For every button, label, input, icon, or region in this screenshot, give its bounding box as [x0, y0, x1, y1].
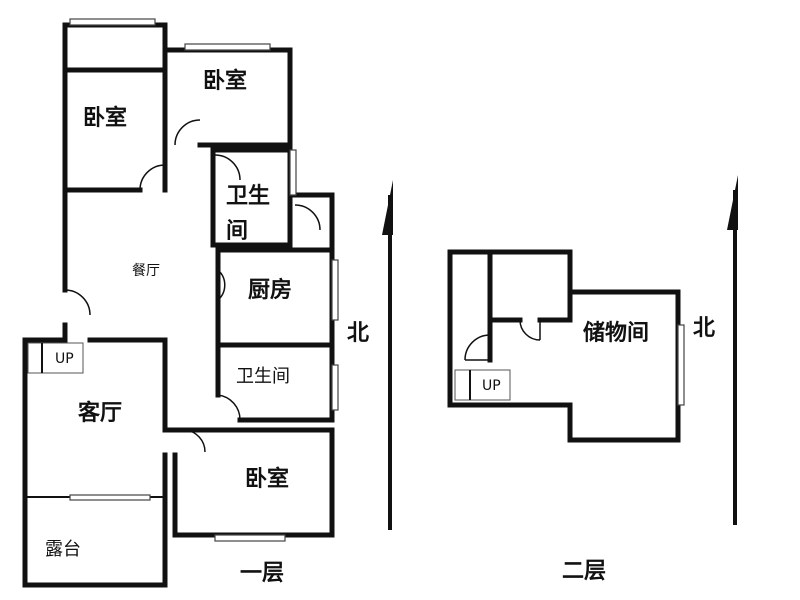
floor2-walls [447, 249, 681, 443]
label-storage: 储物间 [583, 320, 649, 346]
label-living: 客厅 [78, 400, 122, 426]
label-bedroom-top: 卧室 [203, 68, 247, 94]
door-floor2-stair [464, 334, 491, 361]
north-arrow-floor1: 北 [347, 180, 393, 530]
label-kitchen: 厨房 [248, 277, 292, 303]
floor1-windows [69, 18, 339, 542]
wall-bedroom-top [162, 47, 293, 148]
label-bathroom-upper-2: 间 [226, 219, 248, 244]
window-bathroom-lower [331, 364, 339, 411]
door-bathroom-upper [214, 154, 241, 181]
floor1-doors [64, 119, 321, 453]
north-arrow-head-2 [727, 175, 738, 230]
door-kitchen-side [294, 204, 321, 231]
label-terrace: 露台 [45, 539, 81, 560]
door-bedroom-top [174, 119, 201, 146]
door-floor2-storage [519, 319, 541, 341]
floor2-stair: UP [454, 369, 511, 401]
label-dining: 餐厅 [132, 263, 160, 279]
wall-floor2-outer [447, 249, 681, 443]
door-bathroom-lower [217, 394, 241, 421]
stair-label-floor1: UP [55, 351, 74, 367]
door-dining-left [64, 289, 91, 316]
wall-bedroom-bottom [172, 427, 335, 538]
stair-floor1 [27, 342, 84, 374]
door-bedroom-bottom [184, 429, 206, 453]
label-bedroom-tl: 卧室 [83, 105, 127, 131]
window-kitchen [331, 259, 339, 321]
label-bedroom-bottom: 卧室 [245, 466, 289, 492]
north-arrow-head-1 [382, 180, 393, 235]
window-bedroom-bottom [214, 534, 286, 542]
floor1-stair: UP [27, 342, 84, 374]
wall-living-topleft [22, 322, 68, 343]
floor1-labels: 卧室 卧室 卫生 间 餐厅 厨房 卫生间 客厅 卧室 露台 一层 [45, 68, 292, 586]
label-bathroom-upper-1: 卫生 [226, 184, 270, 209]
stair-floor2 [454, 369, 511, 401]
window-terrace [69, 494, 151, 501]
caption-floor2: 二层 [562, 559, 606, 584]
window-bedroom-tl [69, 18, 156, 26]
window-bedroom-top [184, 43, 271, 51]
label-bathroom-lower: 卫生间 [236, 366, 290, 387]
caption-floor1: 一层 [240, 561, 284, 586]
floor2-doors [464, 319, 541, 361]
window-floor2-storage [677, 324, 685, 406]
door-kitchen [217, 269, 226, 301]
door-bedroom-tl [139, 164, 166, 191]
north-label-floor1: 北 [347, 321, 369, 346]
north-arrow-floor2: 北 [693, 175, 738, 525]
floor1-walls [22, 22, 335, 588]
stair-label-floor2: UP [482, 378, 501, 394]
window-bathroom-upper [289, 149, 297, 196]
north-label-floor2: 北 [693, 316, 715, 341]
